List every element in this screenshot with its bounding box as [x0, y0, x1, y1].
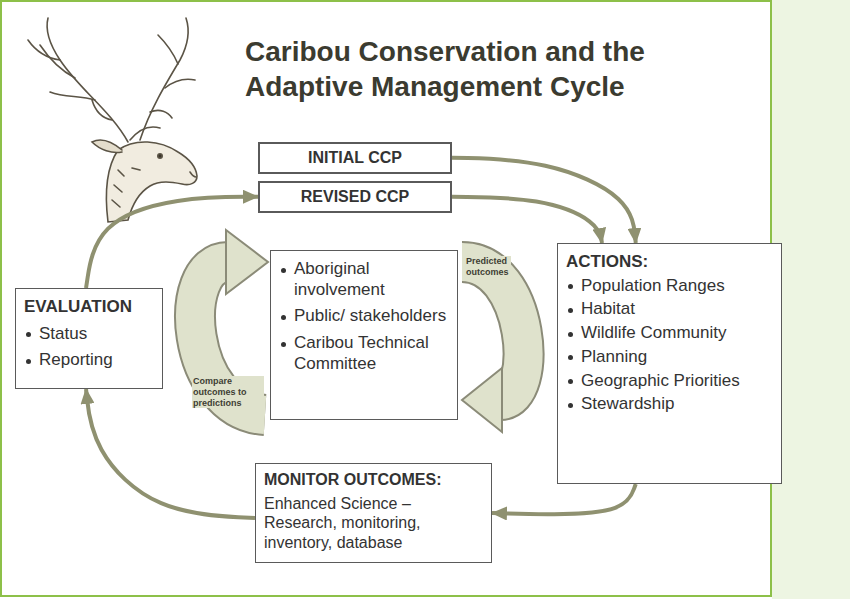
text-row: Habitat [566, 299, 773, 320]
box-text: Stewardship [581, 394, 675, 415]
text-row: Reporting [24, 350, 154, 371]
box-text: Status [39, 324, 87, 345]
box-heading: REVISED CCP [301, 188, 409, 205]
bullet-dot [281, 268, 286, 273]
text-row: INITIAL CCP [266, 148, 444, 168]
bullet-dot [568, 379, 573, 384]
plan-box: REVISED CCP [258, 181, 452, 213]
text-row: Planning [566, 347, 773, 368]
box-text: Aboriginal involvement [294, 259, 449, 300]
box-text: Habitat [581, 299, 635, 320]
text-row: Wildlife Community [566, 323, 773, 344]
text-row: Caribou Technical Committee [279, 333, 449, 374]
box-text: Enhanced Science – Research, monitoring,… [264, 495, 421, 551]
text-row: ACTIONS: [566, 252, 773, 273]
text-row: Stewardship [566, 394, 773, 415]
box-heading: EVALUATION [24, 297, 132, 316]
text-row: Enhanced Science – Research, monitoring,… [264, 494, 483, 553]
flow-arrow [452, 158, 636, 243]
text-row: MONITOR OUTCOMES: [264, 470, 483, 490]
text-row: REVISED CCP [266, 187, 444, 207]
text-row: Population Ranges [566, 276, 773, 297]
plan-box: INITIAL CCP [258, 142, 452, 174]
participants-box: Aboriginal involvementPublic/ stakeholde… [270, 250, 458, 420]
evaluation-box: EVALUATION StatusReporting [15, 288, 163, 389]
box-text: Geographic Priorities [581, 371, 740, 392]
bullet-dot [568, 284, 573, 289]
box-text: Reporting [39, 350, 113, 371]
monitor-box: MONITOR OUTCOMES: Enhanced Science – Rese… [255, 463, 492, 563]
actions-box: ACTIONS: Population RangesHabitatWildlife… [557, 243, 782, 484]
box-text: Wildlife Community [581, 323, 726, 344]
arrow-label: Compare outcomes to predictions [192, 376, 264, 408]
arrow-label: Predicted outcomes [465, 256, 511, 278]
box-text: Public/ stakeholders [294, 306, 446, 327]
box-text: Planning [581, 347, 647, 368]
box-heading: ACTIONS: [566, 252, 648, 271]
bullet-dot [26, 332, 31, 337]
flow-arrow [452, 197, 602, 243]
bullet-dot [568, 308, 573, 313]
text-row: EVALUATION [24, 297, 154, 318]
flow-arrow [492, 484, 636, 514]
caribou-illustration [28, 18, 197, 222]
text-row: Status [24, 324, 154, 345]
box-text: Caribou Technical Committee [294, 333, 449, 374]
bullet-dot [568, 403, 573, 408]
side-strip [772, 0, 850, 599]
flow-arrow [86, 197, 258, 288]
bullet-dot [281, 342, 286, 347]
box-text: Population Ranges [581, 276, 725, 297]
box-heading: MONITOR OUTCOMES: [264, 471, 441, 488]
bullet-dot [281, 315, 286, 320]
text-row: Aboriginal involvement [279, 259, 449, 300]
text-row: Geographic Priorities [566, 371, 773, 392]
diagram-title: Caribou Conservation and the Adaptive Ma… [245, 34, 735, 104]
box-heading: INITIAL CCP [308, 149, 402, 166]
bullet-dot [568, 332, 573, 337]
bullet-dot [568, 355, 573, 360]
text-row: Public/ stakeholders [279, 306, 449, 327]
bullet-dot [26, 359, 31, 364]
